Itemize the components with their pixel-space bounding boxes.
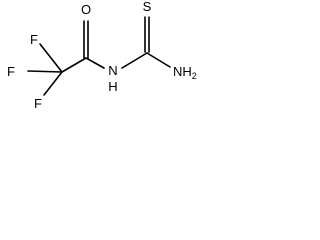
atom-nh2-symbol: NH [173, 64, 192, 79]
bond-cf3-f-bot [43, 71, 63, 96]
bond-carbonyl-n [85, 57, 105, 69]
atom-o: O [81, 2, 91, 17]
bonds [27, 16, 171, 96]
bond-n-thiocarbonyl [121, 52, 148, 69]
atom-f-top: F [30, 32, 38, 47]
bond-cf3-f-top [39, 43, 63, 73]
atom-n: N [108, 63, 117, 78]
bond-cf3-f-mid [27, 70, 63, 73]
atom-f-bot: F [34, 96, 42, 111]
atom-nh2: NH2 [173, 64, 197, 81]
atom-nh2-subscript: 2 [192, 71, 197, 81]
atom-n-hydrogen: H [108, 79, 117, 94]
chemical-structure: O S N H NH2 F F F [7, 0, 197, 111]
atom-labels: O S N H NH2 F F F [7, 0, 197, 111]
bond-thiocarbonyl-nh2 [146, 52, 171, 68]
atom-f-mid: F [7, 64, 15, 79]
bond-cf3-carbonyl [61, 57, 87, 73]
atom-s: S [143, 0, 152, 14]
